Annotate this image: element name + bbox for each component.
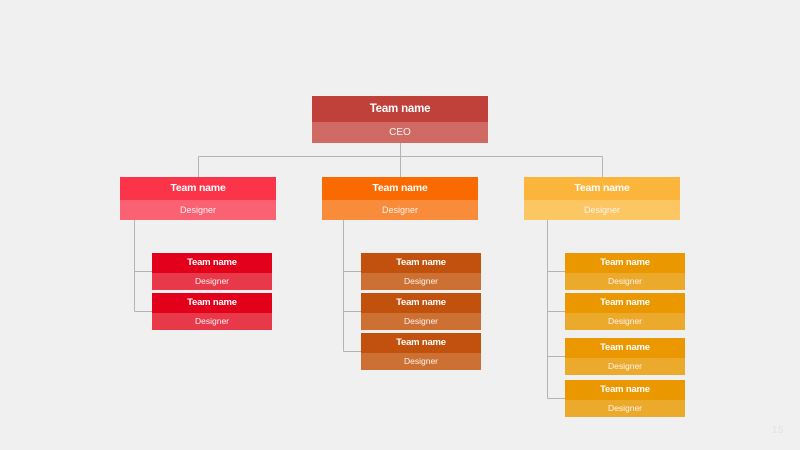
org-node-title: Team name [565,253,685,273]
org-node-branch-1[interactable]: Team name Designer [120,177,276,220]
org-node-subtitle: Designer [361,313,481,330]
org-node-root[interactable]: Team name CEO [312,96,488,143]
org-node-branch-2[interactable]: Team name Designer [322,177,478,220]
org-node-title: Team name [361,293,481,313]
org-node-branch-1-child-1[interactable]: Team name Designer [152,253,272,290]
org-node-title: Team name [361,333,481,353]
org-node-title: Team name [361,253,481,273]
org-node-subtitle: Designer [524,200,680,220]
org-node-subtitle: Designer [152,273,272,290]
org-node-title: Team name [152,253,272,273]
org-node-title: Team name [565,380,685,400]
org-node-branch-3-child-4[interactable]: Team name Designer [565,380,685,417]
org-node-subtitle: Designer [565,273,685,290]
org-node-subtitle: Designer [565,358,685,375]
org-node-branch-2-child-1[interactable]: Team name Designer [361,253,481,290]
org-node-title: Team name [120,177,276,200]
org-node-subtitle: Designer [565,313,685,330]
page-number: 15 [771,425,784,436]
org-node-title: Team name [565,338,685,358]
org-node-title: Team name [322,177,478,200]
org-node-branch-3[interactable]: Team name Designer [524,177,680,220]
org-node-branch-1-child-2[interactable]: Team name Designer [152,293,272,330]
org-node-title: Team name [524,177,680,200]
org-node-branch-3-child-3[interactable]: Team name Designer [565,338,685,375]
org-node-title: Team name [312,96,488,122]
org-node-branch-2-child-3[interactable]: Team name Designer [361,333,481,370]
org-node-subtitle: Designer [361,353,481,370]
org-node-title: Team name [565,293,685,313]
org-node-subtitle: Designer [361,273,481,290]
org-node-subtitle: Designer [565,400,685,417]
org-node-subtitle: CEO [312,122,488,143]
org-node-branch-3-child-1[interactable]: Team name Designer [565,253,685,290]
org-node-subtitle: Designer [152,313,272,330]
org-node-subtitle: Designer [120,200,276,220]
org-node-branch-2-child-2[interactable]: Team name Designer [361,293,481,330]
org-node-title: Team name [152,293,272,313]
org-node-branch-3-child-2[interactable]: Team name Designer [565,293,685,330]
org-node-subtitle: Designer [322,200,478,220]
